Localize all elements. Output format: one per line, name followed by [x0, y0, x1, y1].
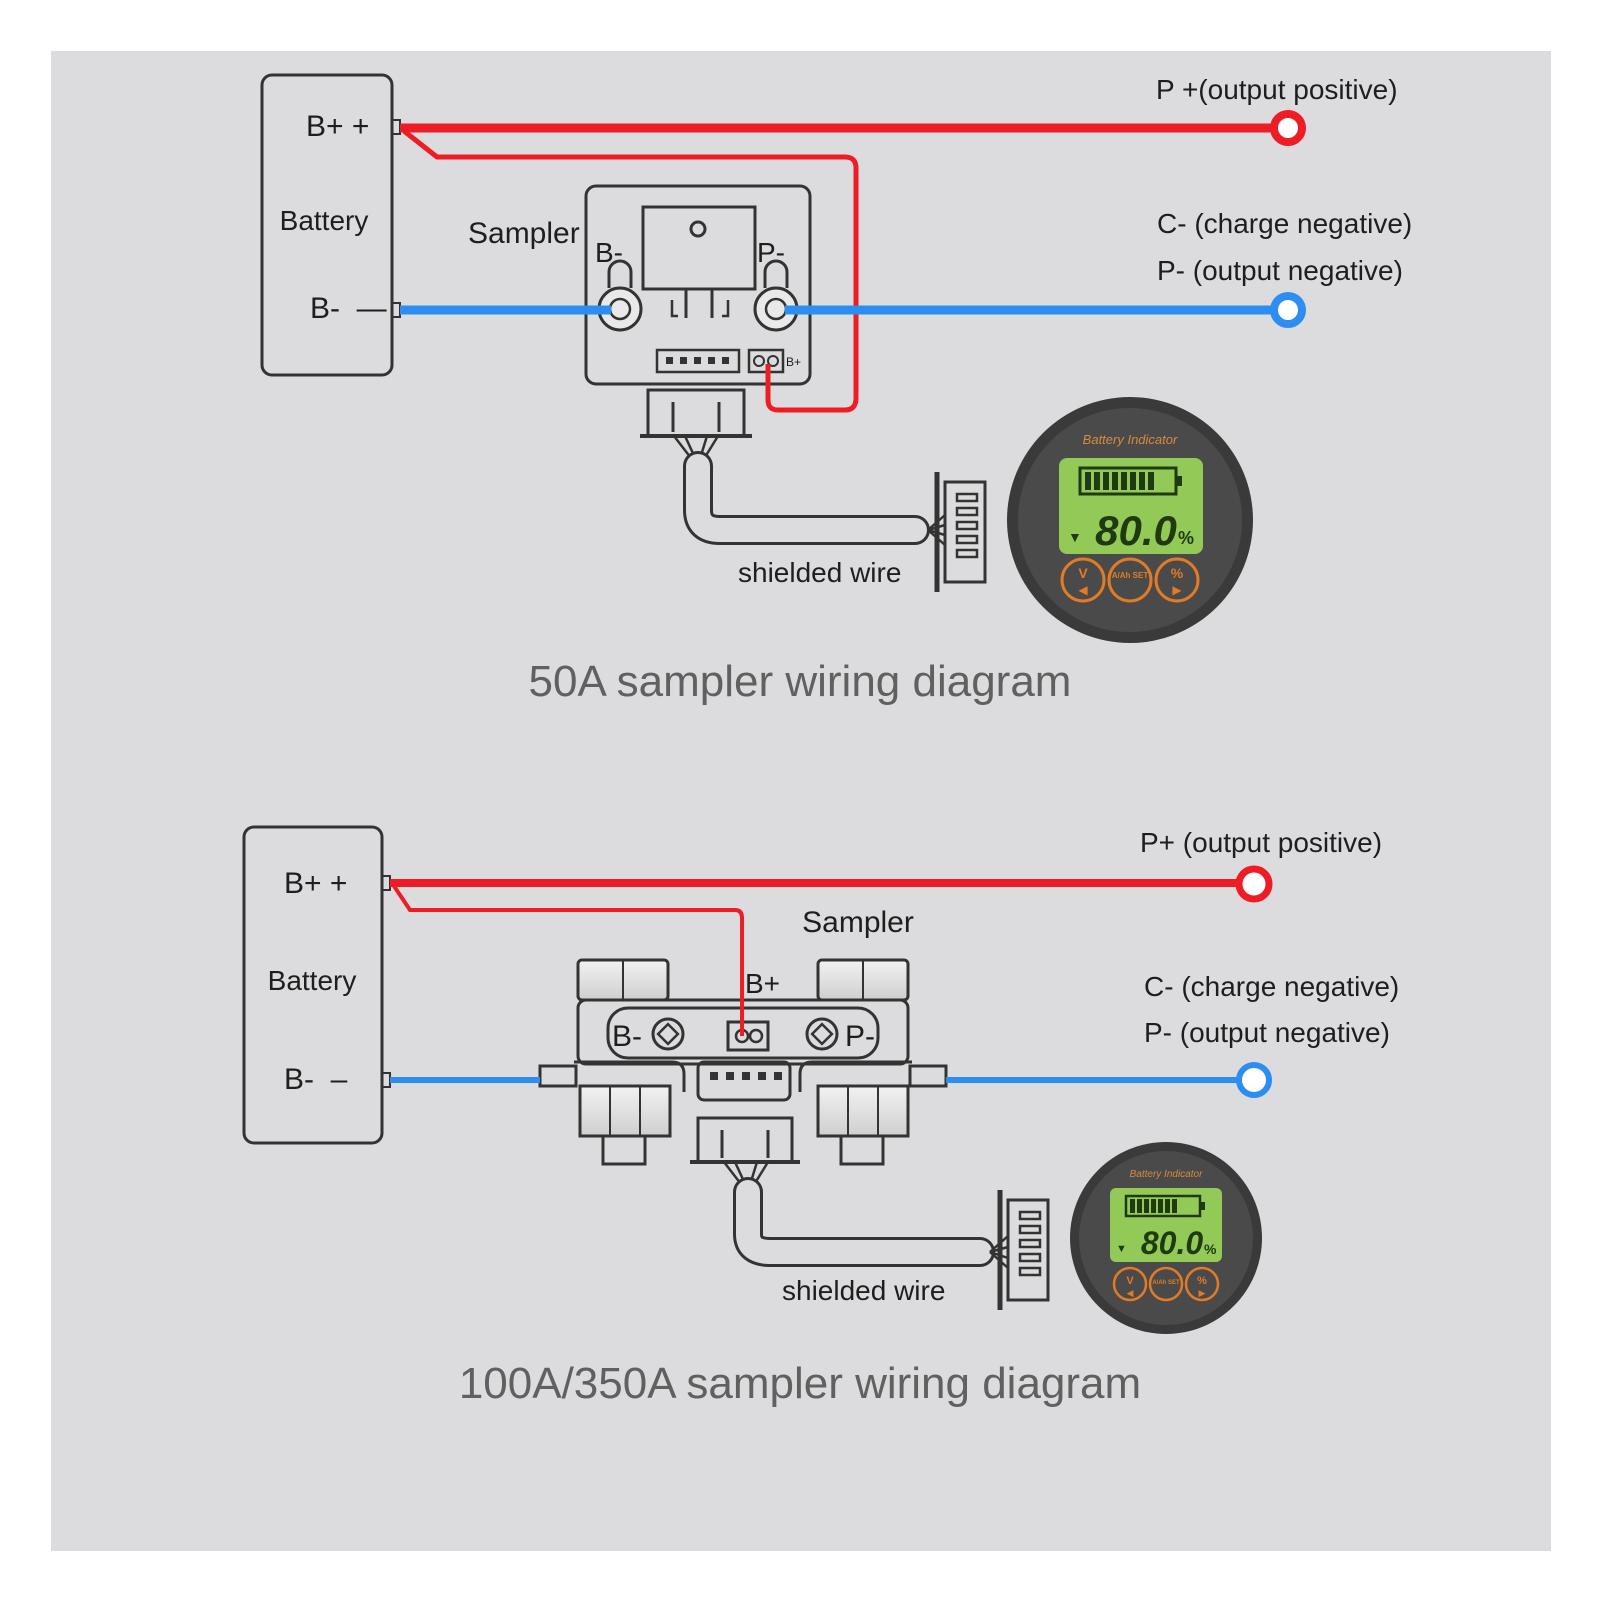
set-button[interactable] — [1107, 557, 1153, 603]
right-bottom-nut — [816, 1084, 910, 1166]
sampler-cable-connector — [696, 1116, 794, 1164]
display-connector — [943, 480, 987, 584]
diagram-50a: Battery B+ + B- — Sampler B- P- — [260, 73, 1412, 706]
set-button-label: A/Ah SET — [1112, 571, 1149, 580]
diagram-50a-caption: 50A sampler wiring diagram — [529, 657, 1072, 706]
sense-b-plus-label: B+ — [786, 355, 801, 369]
v-button[interactable] — [1112, 1266, 1148, 1302]
percent-button[interactable] — [1184, 1266, 1220, 1302]
battery-label: Battery — [280, 205, 369, 236]
wire-sense-positive-50a — [402, 129, 859, 413]
output-negative-label: P- (output negative) — [1144, 1017, 1390, 1048]
charge-negative-label: C- (charge negative) — [1157, 208, 1412, 239]
battery-label: Battery — [268, 965, 357, 996]
wire-sense-positive-100a — [392, 884, 744, 1036]
shunt-block — [641, 205, 757, 291]
sampler-b-plus-label: B+ — [745, 968, 780, 999]
b-minus-bolt-icon — [651, 1017, 685, 1051]
battery-box — [242, 825, 384, 1145]
set-button-label: A/Ah SET — [1152, 1280, 1180, 1286]
display-connector — [1006, 1198, 1050, 1302]
display-title: Battery Indicator — [1130, 1169, 1203, 1180]
left-arrow-icon: ◀ — [1127, 1288, 1134, 1298]
percent-button-label: % — [1171, 565, 1184, 581]
lcd-arrow-icon: ▼ — [1068, 529, 1082, 545]
battery-negative-terminal-label: B- – — [284, 1063, 348, 1096]
right-arrow-icon: ▶ — [1199, 1288, 1206, 1298]
sampler-pin-header — [696, 1060, 792, 1102]
sampler-p-minus-label: P- — [845, 1020, 875, 1053]
sampler-label: Sampler — [802, 906, 914, 939]
left-bottom-nut — [578, 1084, 672, 1166]
lcd-arrow-icon: ▼ — [1116, 1243, 1127, 1255]
shielded-wire-label: shielded wire — [782, 1275, 945, 1306]
battery-negative-terminal-label: B- — — [310, 292, 387, 325]
sampler-b-minus-label: B- — [595, 237, 623, 268]
shielded-wire-label: shielded wire — [738, 557, 901, 588]
right-arrow-icon: ▶ — [1172, 583, 1182, 597]
battery-positive-terminal-label: B+ + — [284, 867, 347, 900]
display-unit: % — [1178, 528, 1194, 548]
sampler-b-minus-label: B- — [612, 1020, 642, 1053]
display-title: Battery Indicator — [1083, 432, 1178, 447]
right-bolt-head — [816, 958, 910, 1002]
p-minus-output-terminal — [1236, 1062, 1272, 1098]
left-arrow-icon: ◀ — [1078, 583, 1088, 597]
diagram-100a: Battery B+ + B- – Sampler B- P- B+ — [242, 825, 1399, 1408]
battery-box — [260, 73, 394, 377]
display-unit: % — [1204, 1241, 1217, 1257]
percent-button-label: % — [1197, 1275, 1207, 1287]
set-button[interactable] — [1148, 1266, 1184, 1302]
percent-button[interactable] — [1154, 557, 1200, 603]
sampler-pin-header — [655, 348, 741, 374]
battery-positive-terminal-label: B+ + — [306, 110, 369, 143]
v-button-label: V — [1126, 1275, 1134, 1287]
output-positive-label: P+ (output positive) — [1140, 827, 1382, 858]
p-minus-bolt-icon — [805, 1017, 839, 1051]
p-minus-output-terminal — [1270, 292, 1306, 328]
sampler-cable-connector — [646, 388, 746, 438]
output-positive-label: P +(output positive) — [1156, 74, 1398, 105]
display-value: 80.0 — [1095, 507, 1177, 554]
charge-negative-label: C- (charge negative) — [1144, 971, 1399, 1002]
v-button-label: V — [1078, 565, 1088, 581]
sampler-label: Sampler — [468, 217, 580, 250]
left-bolt-head — [576, 958, 670, 1002]
display-buttons: V A/Ah SET % ◀ ▶ — [1112, 1266, 1220, 1302]
sampler-50a-body — [584, 184, 812, 386]
p-plus-output-terminal — [1270, 110, 1306, 146]
display-buttons: V A/Ah SET % ◀ ▶ — [1060, 557, 1200, 603]
p-plus-output-terminal — [1235, 865, 1273, 903]
display-value: 80.0 — [1141, 1225, 1203, 1261]
v-button[interactable] — [1060, 557, 1106, 603]
output-negative-label: P- (output negative) — [1157, 255, 1403, 286]
shunt-hole — [689, 220, 707, 238]
diagram-100a-caption: 100A/350A sampler wiring diagram — [459, 1359, 1141, 1408]
